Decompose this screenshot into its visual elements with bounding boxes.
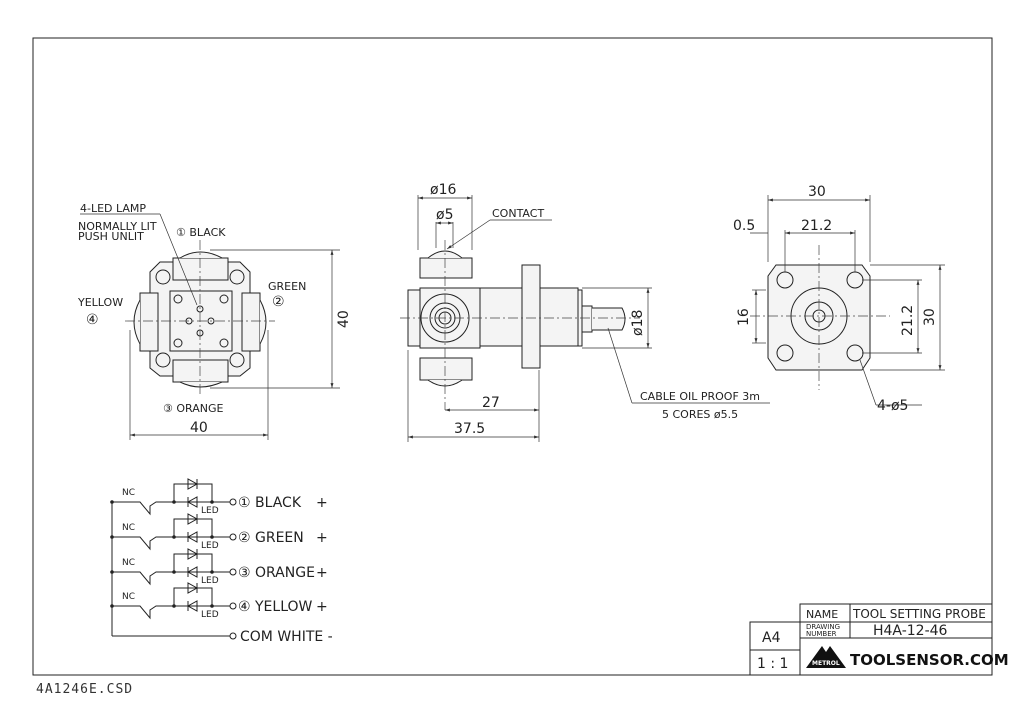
row-sign: + — [316, 530, 328, 546]
side-view — [400, 195, 770, 442]
dim-30-side: 30 — [922, 308, 938, 326]
nc-switch — [112, 501, 174, 516]
led-label: LED — [201, 610, 219, 620]
row-label: ① BLACK — [238, 495, 302, 511]
diode-icon — [187, 582, 199, 594]
row-sign: + — [316, 599, 328, 615]
led-2-label: GREEN — [268, 280, 306, 293]
name-label: NAME — [806, 608, 838, 621]
nc-label: NC — [122, 523, 135, 533]
title-block — [749, 603, 992, 675]
nc-switch — [112, 571, 174, 586]
drawing-number: H4A-12-46 — [873, 623, 948, 639]
contact-label: CONTACT — [492, 207, 544, 220]
led-2-number: ② — [272, 294, 285, 310]
lamp-label: 4-LED LAMP — [80, 202, 146, 215]
dim-contact-dia: ø5 — [436, 207, 453, 223]
name-value: TOOL SETTING PROBE — [852, 607, 986, 621]
row-sign: + — [316, 565, 328, 581]
nc-label: NC — [122, 488, 135, 498]
row-label: ③ ORANGE — [238, 565, 315, 581]
dim-body-dia: ø18 — [630, 310, 646, 336]
drawing-frame — [32, 37, 993, 676]
dim-21-2-top: 21.2 — [801, 218, 832, 234]
website: TOOLSENSOR.COM — [850, 651, 1009, 669]
led-label: LED — [201, 506, 219, 516]
dim-width: 40 — [190, 420, 208, 436]
led-label: LED — [201, 576, 219, 586]
nc-switch — [112, 605, 174, 620]
drawing-number-label-2: NUMBER — [806, 630, 837, 638]
terminal — [229, 632, 237, 640]
nc-switch — [112, 536, 174, 551]
dim-21-2-side: 21.2 — [900, 305, 916, 336]
dim-0-5: 0.5 — [733, 218, 755, 234]
led-3-label: ③ ORANGE — [163, 402, 223, 415]
metrol-logo — [806, 646, 846, 668]
terminal — [229, 498, 237, 506]
logo-brand: METROL — [812, 660, 840, 667]
nc-label: NC — [122, 592, 135, 602]
row-label: ④ YELLOW — [238, 599, 313, 615]
dim-30-top: 30 — [808, 184, 826, 200]
front-view — [80, 213, 340, 440]
diode-icon — [187, 548, 199, 560]
dim-head-dia: ø16 — [430, 182, 456, 198]
dim-16: 16 — [736, 308, 752, 326]
drawing-number-label-1: DRAWING — [806, 623, 840, 631]
row-sign: + — [316, 495, 328, 511]
paper-size: A4 — [762, 630, 781, 646]
row-label: ② GREEN — [238, 530, 304, 546]
lamp-note-1: NORMALLY LIT — [78, 220, 157, 233]
led-1-label: ① BLACK — [176, 226, 226, 239]
cable-label-1: CABLE OIL PROOF 3m — [640, 390, 760, 403]
cable-label-2: 5 CORES ø5.5 — [662, 408, 738, 421]
rear-view — [750, 195, 945, 406]
holes-label: 4-ø5 — [877, 398, 908, 414]
wiring-schematic — [110, 478, 237, 640]
dim-27: 27 — [482, 395, 500, 411]
file-name: 4A1246E.CSD — [36, 682, 134, 697]
terminal — [229, 568, 237, 576]
terminal — [229, 602, 237, 610]
scale: 1 : 1 — [757, 656, 788, 672]
diode-icon — [187, 513, 199, 525]
dim-37-5: 37.5 — [454, 421, 485, 437]
lamp-note-2: PUSH UNLIT — [78, 230, 144, 243]
terminal — [229, 533, 237, 541]
nc-label: NC — [122, 558, 135, 568]
led-4-number: ④ — [86, 312, 99, 328]
common-label: COM WHITE - — [240, 629, 333, 645]
dim-height: 40 — [336, 310, 352, 328]
led-4-label: YELLOW — [77, 296, 123, 309]
diode-icon — [187, 478, 199, 490]
led-label: LED — [201, 541, 219, 551]
